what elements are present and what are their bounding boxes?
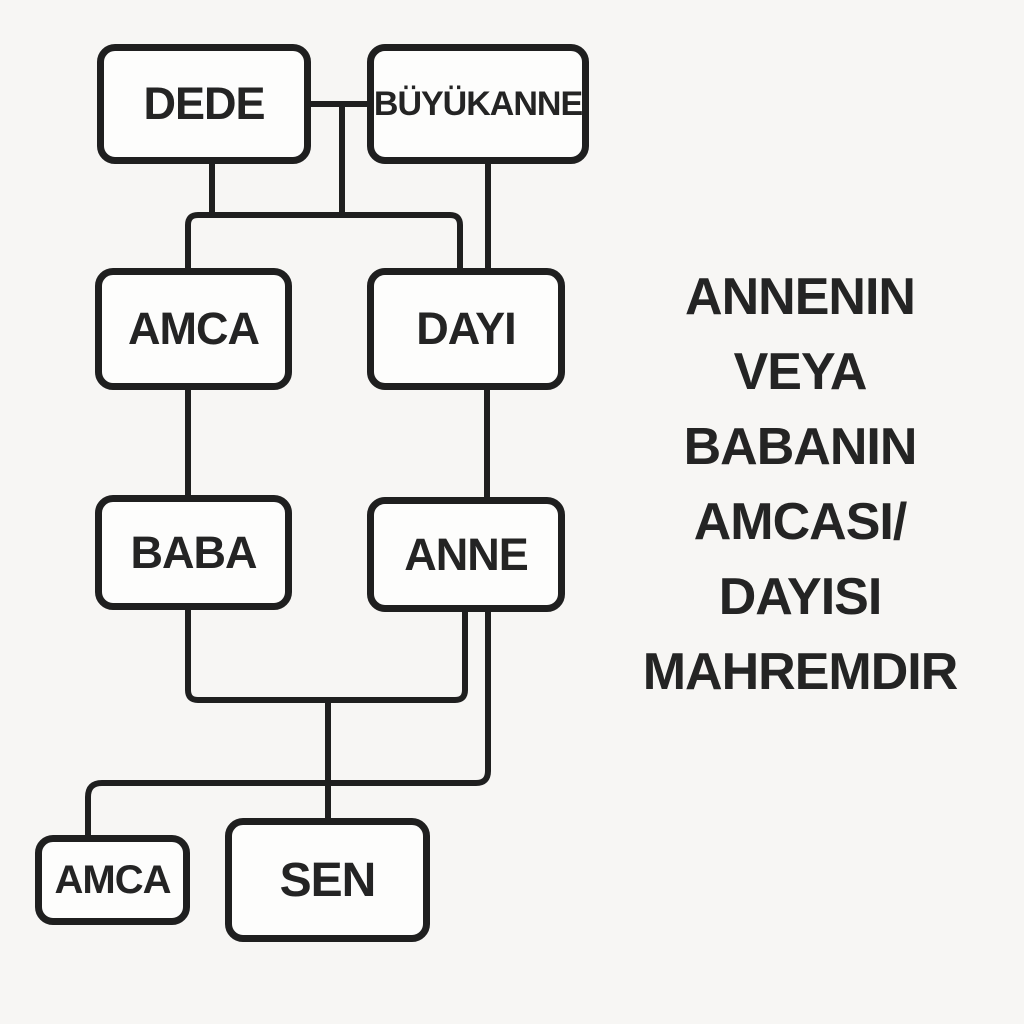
node-label: DAYI	[416, 303, 516, 354]
node-dede: DEDE	[97, 44, 311, 164]
node-baba: BABA	[95, 495, 292, 610]
node-label: BABA	[130, 526, 258, 578]
node-anne: ANNE	[367, 497, 565, 612]
node-amca-upper: AMCA	[95, 268, 292, 390]
marriage-bar-parents	[185, 608, 468, 703]
caption-line: AMCASI/	[693, 493, 908, 551]
caption-line: BABANIN	[683, 418, 918, 476]
node-dayi: DAYI	[367, 268, 565, 390]
node-label: SEN	[279, 853, 377, 907]
node-label: DEDE	[143, 78, 265, 129]
caption-line: MAHREMDIR	[642, 643, 959, 701]
node-sen: SEN	[225, 818, 430, 942]
node-label: ANNE	[404, 528, 529, 580]
node-buyukanne: BÜYÜKANNE	[367, 44, 589, 164]
node-amca-lower: AMCA	[35, 835, 190, 925]
node-label: AMCA	[54, 857, 172, 902]
node-label: AMCA	[128, 303, 260, 354]
caption-line: DAYISI	[718, 568, 883, 626]
caption-text: ANNENIN VEYA BABANIN AMCASI/ DAYISI MAHR…	[600, 260, 1000, 710]
node-label: BÜYÜKANNE	[373, 84, 583, 123]
caption-line: ANNENIN	[685, 268, 916, 326]
sibling-bar-top	[185, 212, 463, 270]
caption-line: VEYA	[733, 343, 868, 401]
anne-long-drop-lower-bar	[85, 610, 491, 839]
